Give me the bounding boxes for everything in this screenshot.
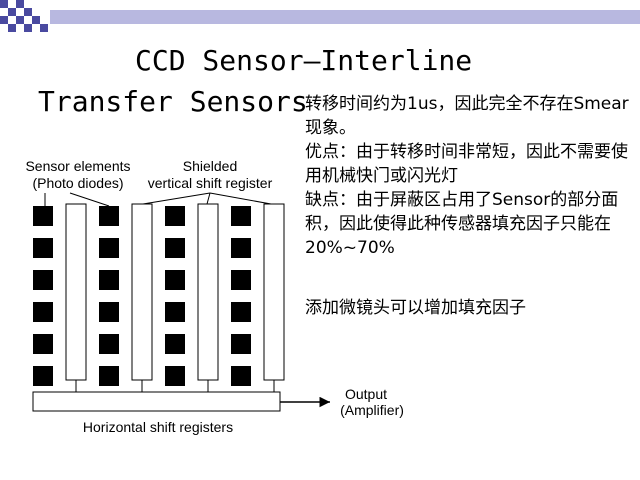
photodiode bbox=[99, 302, 119, 322]
photodiode bbox=[231, 206, 251, 226]
photodiode bbox=[231, 238, 251, 258]
photodiode bbox=[33, 366, 53, 386]
photodiode bbox=[33, 334, 53, 354]
page-title-line-2: Transfer Sensors bbox=[38, 85, 308, 118]
photodiode bbox=[33, 238, 53, 258]
page-title-line-1: CCD Sensor—Interline bbox=[135, 44, 473, 77]
title-band-bar bbox=[50, 10, 640, 24]
sensor-columns bbox=[33, 203, 285, 386]
photodiode bbox=[231, 334, 251, 354]
vertical-shift-register bbox=[65, 203, 87, 381]
photodiode bbox=[165, 270, 185, 290]
photodiode bbox=[99, 366, 119, 386]
title-band-decoration bbox=[0, 0, 640, 32]
sensor-column bbox=[33, 203, 87, 386]
photodiode bbox=[165, 238, 185, 258]
sensor-column bbox=[99, 203, 153, 386]
microlens-note-text: 添加微镜头可以增加填充因子 bbox=[305, 298, 526, 318]
photodiode bbox=[99, 206, 119, 226]
label-shielded: Shielded bbox=[183, 158, 238, 174]
label-horizontal-shift-registers: Horizontal shift registers bbox=[83, 419, 233, 435]
checker-square bbox=[16, 16, 24, 24]
label-photo-diodes: (Photo diodes) bbox=[32, 175, 123, 191]
photodiode bbox=[99, 334, 119, 354]
pointer-line bbox=[142, 192, 211, 205]
description-text: 转移时间约为1us，因此完全不存在Smear现象。 优点：由于转移时间非常短，因… bbox=[305, 92, 635, 260]
label-sensor-elements: Sensor elements bbox=[25, 158, 130, 174]
photodiode bbox=[231, 270, 251, 290]
sensor-column bbox=[165, 203, 219, 386]
description-paragraph-3: 缺点：由于屏蔽区占用了Sensor的部分面积，因此使得此种传感器填充因子只能在2… bbox=[305, 190, 619, 258]
transfer-lines bbox=[75, 380, 275, 392]
checker-square bbox=[8, 24, 16, 32]
checker-squares bbox=[0, 0, 48, 32]
photodiode bbox=[165, 366, 185, 386]
checker-square bbox=[32, 16, 40, 24]
checker-square bbox=[0, 0, 8, 8]
checker-square bbox=[8, 8, 16, 16]
photodiode bbox=[165, 334, 185, 354]
label-pointer-lines bbox=[44, 192, 272, 207]
vertical-shift-register bbox=[131, 203, 153, 381]
checker-square bbox=[24, 24, 32, 32]
pointer-line bbox=[69, 192, 110, 207]
description-paragraph-2: 优点：由于转移时间非常短，因此不需要使用机械快门或闪光灯 bbox=[305, 142, 628, 186]
horizontal-shift-register bbox=[32, 391, 281, 412]
photodiode bbox=[231, 366, 251, 386]
label-output: Output bbox=[345, 386, 387, 402]
photodiode bbox=[231, 302, 251, 322]
label-vertical-shift-register: vertical shift register bbox=[148, 175, 273, 191]
photodiode bbox=[165, 302, 185, 322]
vertical-shift-register bbox=[197, 203, 219, 381]
pointer-line bbox=[209, 192, 272, 205]
checker-square bbox=[0, 16, 8, 24]
description-paragraph-1: 转移时间约为1us，因此完全不存在Smear现象。 bbox=[305, 94, 629, 138]
photodiode bbox=[33, 270, 53, 290]
photodiode bbox=[165, 206, 185, 226]
photodiode bbox=[33, 302, 53, 322]
pointer-line bbox=[206, 192, 211, 205]
checker-square bbox=[16, 0, 24, 8]
checker-square bbox=[24, 8, 32, 16]
photodiode bbox=[99, 238, 119, 258]
checker-square bbox=[40, 24, 48, 32]
photodiode bbox=[33, 206, 53, 226]
photodiode bbox=[99, 270, 119, 290]
vertical-shift-register bbox=[263, 203, 285, 381]
microlens-note: 添加微镜头可以增加填充因子 bbox=[305, 296, 635, 320]
sensor-column bbox=[231, 203, 285, 386]
label-amplifier: (Amplifier) bbox=[340, 402, 404, 418]
